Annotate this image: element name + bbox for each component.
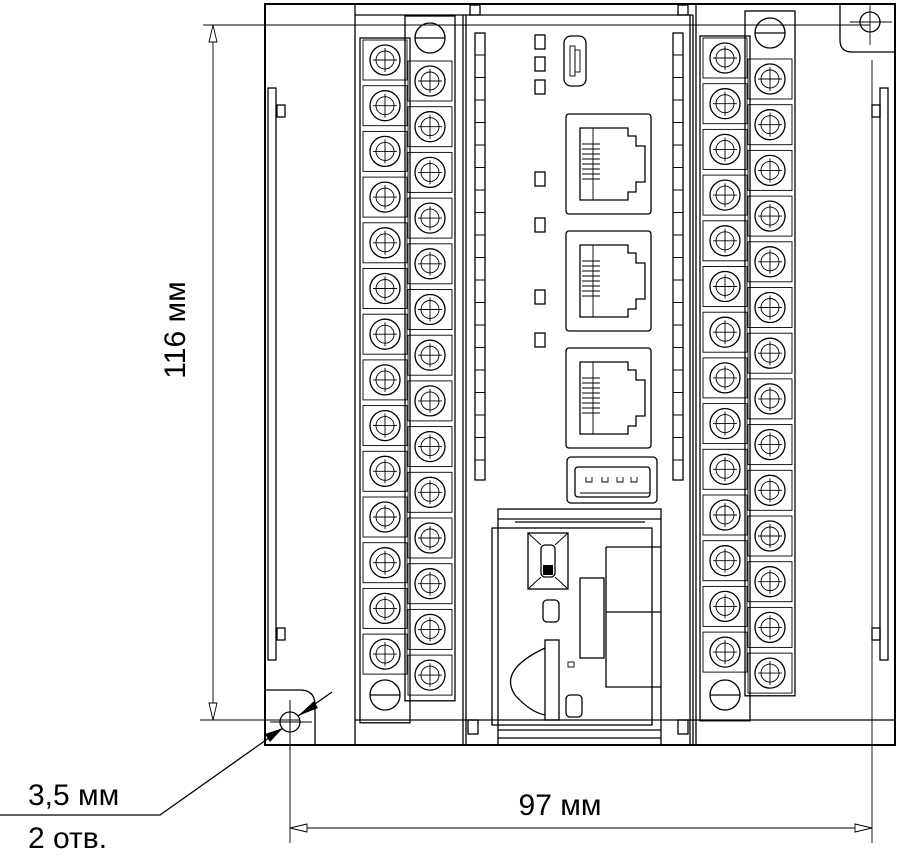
terminal-column-1 <box>359 37 411 724</box>
terminal-screw <box>747 287 793 328</box>
cover-door <box>491 527 653 726</box>
terminal-screw <box>362 222 408 264</box>
status-led <box>534 332 546 348</box>
terminal-screw <box>362 85 408 127</box>
terminal-blocks <box>359 10 796 724</box>
led-strip-right <box>672 32 684 481</box>
terminal-screw <box>747 149 793 191</box>
terminal-screw <box>702 220 748 262</box>
terminal-screw <box>747 195 793 237</box>
terminal-screw <box>362 268 408 309</box>
terminal-screw <box>407 243 453 285</box>
terminal-screw <box>407 334 453 376</box>
center-module <box>474 32 684 746</box>
terminal-screw <box>362 633 408 675</box>
terminal-screw <box>407 517 453 559</box>
terminal-screw <box>747 58 793 100</box>
housing <box>264 3 896 746</box>
terminal-column-2 <box>404 15 456 702</box>
terminal-screw <box>747 378 793 420</box>
terminal-screw <box>702 357 748 399</box>
terminal-screw <box>702 128 748 170</box>
led-indicator <box>542 599 560 623</box>
terminal-column-3 <box>699 35 751 722</box>
dimension-lines <box>0 4 892 843</box>
terminal-screw <box>702 448 748 490</box>
terminal-screw <box>362 359 408 401</box>
terminal-screw <box>407 106 453 148</box>
rj45-port <box>565 347 652 449</box>
terminal-screw <box>747 515 793 557</box>
terminal-screw <box>702 631 748 673</box>
slotted-screw <box>754 17 786 49</box>
rj45-port <box>565 230 652 332</box>
terminal-screw <box>362 496 408 538</box>
terminal-screw <box>702 83 748 125</box>
terminal-screw <box>702 266 748 307</box>
terminal-screw <box>407 151 453 193</box>
status-led <box>534 171 546 187</box>
micro-usb-port <box>563 35 587 87</box>
terminal-screw <box>407 563 453 605</box>
sd-card-slot <box>509 639 560 721</box>
terminal-screw <box>702 37 748 79</box>
terminal-screw <box>747 561 793 603</box>
terminal-screw <box>362 313 408 355</box>
terminal-screw <box>407 608 453 650</box>
terminal-column-4 <box>744 10 796 697</box>
led-strip-left <box>474 32 486 481</box>
status-led <box>534 217 546 233</box>
terminal-screw <box>407 654 453 696</box>
terminal-screw <box>362 39 408 81</box>
front-cover <box>491 508 662 746</box>
status-led <box>534 34 546 50</box>
led-indicator <box>565 694 583 718</box>
terminal-screw <box>747 469 793 511</box>
width-dimension-label: 97 мм <box>519 789 602 822</box>
terminal-screw <box>407 60 453 102</box>
hole-count-label: 2 отв. <box>28 822 107 855</box>
terminal-screw <box>702 540 748 582</box>
terminal-screw <box>362 450 408 492</box>
slotted-screw <box>709 679 741 711</box>
slotted-screw <box>414 22 446 54</box>
slotted-screw <box>369 679 401 711</box>
hole-diameter-label: 3,5 мм <box>28 779 119 812</box>
terminal-screw <box>362 405 408 447</box>
height-dimension-label: 116 мм <box>159 281 192 378</box>
terminal-screw <box>702 585 748 627</box>
terminal-screw <box>407 380 453 422</box>
terminal-screw <box>747 332 793 374</box>
terminal-screw <box>702 174 748 216</box>
dip-switch <box>527 532 569 590</box>
terminal-screw <box>407 471 453 513</box>
status-led <box>534 56 546 72</box>
terminal-screw <box>747 424 793 466</box>
terminal-screw <box>362 176 408 218</box>
terminal-screw <box>407 289 453 330</box>
terminal-screw <box>747 104 793 146</box>
terminal-screw <box>747 606 793 648</box>
terminal-screw <box>362 542 408 584</box>
status-led <box>534 79 546 95</box>
terminal-screw <box>702 311 748 353</box>
card-slot <box>579 577 605 659</box>
terminal-screw <box>407 197 453 239</box>
usb-a-port <box>566 456 658 504</box>
terminal-screw <box>702 494 748 536</box>
rj45-port <box>565 113 652 215</box>
terminal-screw <box>702 403 748 445</box>
terminal-screw <box>362 587 408 629</box>
terminal-screw <box>747 652 793 694</box>
terminal-screw <box>407 426 453 468</box>
status-led <box>534 289 546 305</box>
terminal-screw <box>747 241 793 283</box>
terminal-screw <box>362 130 408 172</box>
